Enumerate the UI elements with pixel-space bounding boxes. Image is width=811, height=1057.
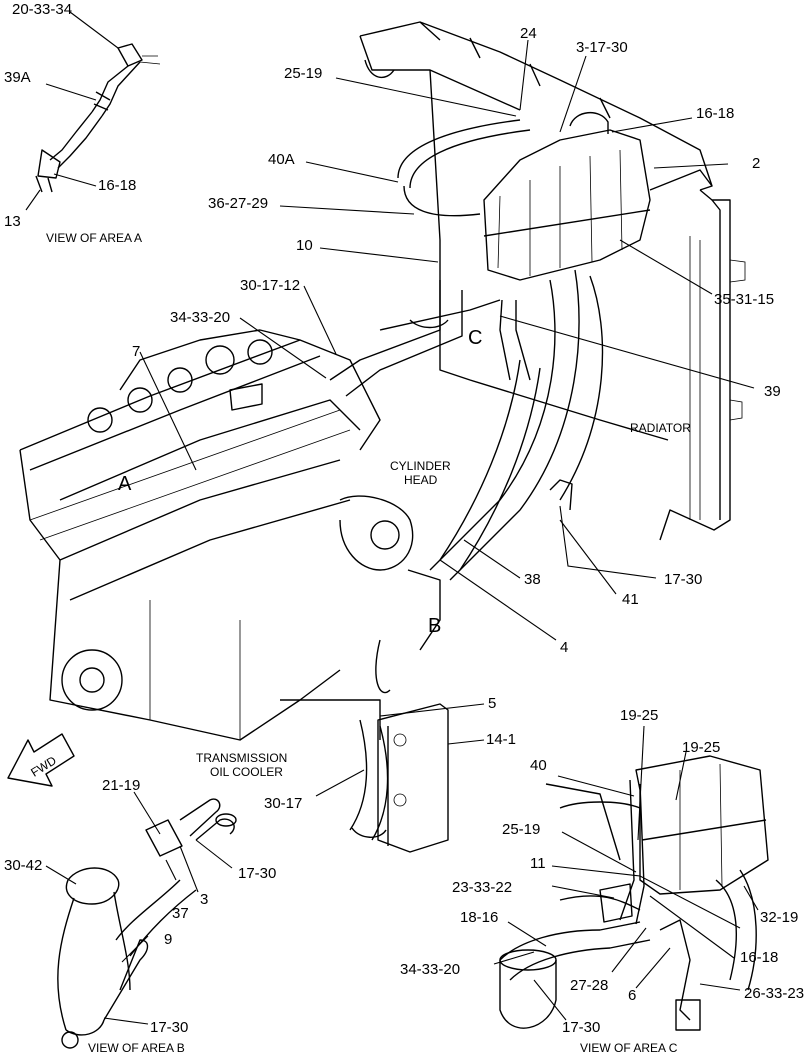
callout-11: 11: [530, 855, 546, 872]
callout-32-19: 32-19: [760, 909, 798, 926]
callout-17-30-area-c: 17-30: [562, 1019, 600, 1036]
callout-39a: 39A: [4, 69, 31, 86]
callout-19-25-b: 19-25: [682, 739, 720, 756]
callout-39: 39: [764, 383, 781, 400]
callout-17-30-right: 17-30: [664, 571, 702, 588]
callout-40-area-c: 40: [530, 757, 547, 774]
callout-21-19: 21-19: [102, 777, 140, 794]
callout-37: 37: [172, 905, 189, 922]
view-area-b-drawing: [57, 798, 237, 1049]
callout-6: 6: [628, 987, 636, 1004]
callout-34-33-20-top: 34-33-20: [170, 309, 230, 326]
caption-view-area-c: VIEW OF AREA C: [580, 1041, 678, 1055]
area-marker-a: A: [118, 473, 132, 495]
callout-24: 24: [520, 25, 537, 42]
caption-view-area-b: VIEW OF AREA B: [88, 1041, 185, 1055]
area-marker-c: C: [468, 327, 482, 349]
callout-7: 7: [132, 343, 140, 360]
leader-lines: [25, 11, 759, 1025]
callout-25-19-top: 25-19: [284, 65, 322, 82]
callout-9: 9: [164, 931, 172, 948]
callout-25-19-area-c: 25-19: [502, 821, 540, 838]
view-area-c-drawing: [499, 755, 769, 1031]
radiator-drawing: [359, 21, 746, 541]
fwd-arrow-drawing: [7, 733, 75, 787]
area-marker-b: B: [428, 615, 441, 637]
callout-13: 13: [4, 213, 21, 230]
callout-26-33-23: 26-33-23: [744, 985, 804, 1002]
callout-5: 5: [488, 695, 496, 712]
callout-40a: 40A: [268, 151, 295, 168]
callout-18-16: 18-16: [460, 909, 498, 926]
transmission-oil-cooler-drawing: [349, 703, 449, 853]
caption-radiator: RADIATOR: [630, 421, 691, 435]
callout-30-42: 30-42: [4, 857, 42, 874]
callout-4: 4: [560, 639, 568, 656]
callout-20-33-34: 20-33-34: [12, 1, 72, 18]
callout-14-1: 14-1: [486, 731, 516, 748]
view-area-a-drawing: [35, 43, 161, 193]
caption-cylinder-head-line1: CYLINDER: [390, 459, 451, 473]
callout-27-28: 27-28: [570, 977, 608, 994]
callout-labels: 20-33-34 39A 16-18 13 24 3-17-30 25-19 1…: [4, 1, 804, 1036]
callout-16-18-area-a: 16-18: [98, 177, 136, 194]
caption-transmission-line2: OIL COOLER: [210, 765, 283, 779]
lower-pipes-drawing: [407, 269, 604, 651]
caption-cylinder-head-line2: HEAD: [404, 473, 438, 487]
callout-30-17: 30-17: [264, 795, 302, 812]
captions: VIEW OF AREA A VIEW OF AREA B VIEW OF AR…: [28, 231, 691, 1055]
callout-38: 38: [524, 571, 541, 588]
caption-fwd: FWD: [28, 753, 59, 780]
callout-16-18-area-c: 16-18: [740, 949, 778, 966]
callout-3-17-30: 3-17-30: [576, 39, 628, 56]
callout-23-33-22: 23-33-22: [452, 879, 512, 896]
callout-19-25-a: 19-25: [620, 707, 658, 724]
callout-10: 10: [296, 237, 313, 254]
callout-16-18-top: 16-18: [696, 105, 734, 122]
callout-30-17-12: 30-17-12: [240, 277, 300, 294]
upper-hoses-drawing: [329, 119, 531, 397]
expansion-tank-drawing: [483, 112, 651, 281]
callout-34-33-20-area-c: 34-33-20: [400, 961, 460, 978]
callout-35-31-15: 35-31-15: [714, 291, 774, 308]
callout-17-30-area-b-lower: 17-30: [150, 1019, 188, 1036]
engine-drawing: [19, 329, 414, 741]
callout-2: 2: [752, 155, 760, 172]
callout-3-area-b: 3: [200, 891, 208, 908]
callout-36-27-29: 36-27-29: [208, 195, 268, 212]
caption-view-area-a: VIEW OF AREA A: [46, 231, 142, 245]
callout-17-30-area-b-upper: 17-30: [238, 865, 276, 882]
caption-transmission-line1: TRANSMISSION: [196, 751, 287, 765]
callout-41: 41: [622, 591, 639, 608]
